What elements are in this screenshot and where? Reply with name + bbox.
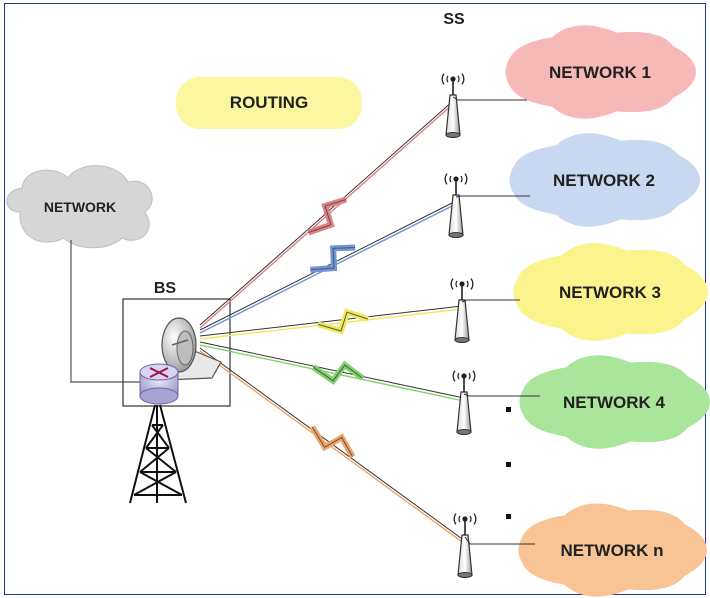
- wireless-link: [199, 200, 457, 334]
- network-label: NETWORK n: [561, 541, 664, 560]
- network-cloud: NETWORK n: [518, 503, 707, 597]
- ss-antenna-icon: [452, 370, 476, 435]
- ellipsis-dots: [506, 407, 511, 519]
- network-label: NETWORK 3: [559, 283, 661, 302]
- dish-feed: [171, 339, 189, 346]
- ellipsis-dot: [506, 407, 511, 412]
- dish-inner: [176, 330, 194, 366]
- bs-box: [122, 298, 231, 407]
- wireless-links: [199, 100, 466, 545]
- network-label: NETWORK 4: [563, 393, 666, 412]
- routing-label-bg: [176, 77, 362, 129]
- uplink-line: [70, 240, 142, 383]
- subscriber-stations: NETWORK 1 NETWORK 2 NETWORK 3 NETWORK 4 NETW…: [441, 25, 710, 597]
- network-cloud: NETWORK 4: [519, 355, 710, 449]
- tower-icon: [129, 404, 187, 504]
- ss-network-wire: [461, 299, 520, 303]
- bs-label: BS: [154, 280, 177, 297]
- wireless-link: [199, 100, 454, 329]
- external-network-label: NETWORK: [44, 199, 116, 215]
- network-label: NETWORK 2: [553, 171, 655, 190]
- ss-network-wire: [455, 195, 530, 198]
- ss-antenna-icon: [441, 73, 465, 138]
- network-cloud: NETWORK 1: [505, 25, 696, 119]
- cloud-shape: [6, 165, 153, 249]
- wireless-link: [199, 347, 466, 545]
- network-label: NETWORK 1: [549, 63, 651, 82]
- routing-label-text: ROUTING: [230, 93, 308, 112]
- network-cloud: NETWORK 3: [513, 243, 708, 341]
- ss-antenna-icon: [444, 173, 468, 238]
- lightning-bolt-icon: [309, 425, 356, 459]
- ss-network-wire: [464, 536, 535, 545]
- ss-antenna-icon: [453, 513, 477, 578]
- ss-label: SS: [443, 11, 465, 28]
- ellipsis-dot: [506, 514, 511, 519]
- network-cloud: NETWORK 2: [509, 133, 700, 227]
- bs-equipment: [161, 317, 222, 381]
- ellipsis-dot: [506, 462, 511, 467]
- ss-antenna-icon: [450, 278, 474, 343]
- external-network-cloud: NETWORK: [6, 165, 153, 249]
- ss-network-wire: [452, 96, 527, 101]
- wireless-link: [199, 341, 465, 402]
- router-icon: [139, 363, 179, 405]
- wireless-link: [199, 305, 463, 340]
- routing-label: ROUTING: [176, 77, 362, 129]
- ss-network-wire: [463, 393, 540, 397]
